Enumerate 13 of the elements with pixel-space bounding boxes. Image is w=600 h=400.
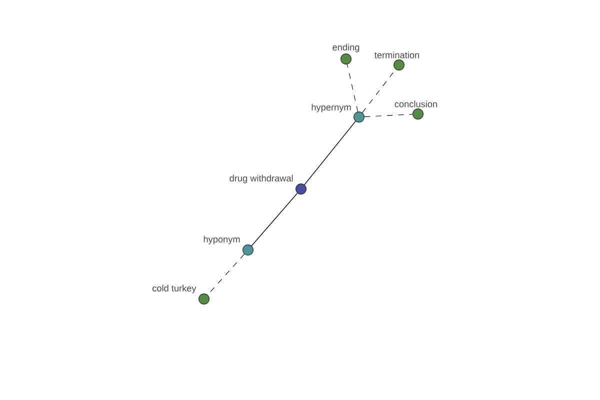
edge-line bbox=[364, 114, 413, 117]
edge-line bbox=[346, 64, 358, 112]
node-label: cold turkey bbox=[152, 284, 196, 294]
node-label: hyponym bbox=[204, 236, 240, 244]
edge-line bbox=[207, 254, 245, 296]
node-label: termination bbox=[374, 52, 419, 58]
edge-line bbox=[251, 192, 298, 246]
edge-line bbox=[362, 69, 396, 113]
node-label: drug withdrawal bbox=[230, 174, 293, 184]
edge-line bbox=[304, 120, 356, 186]
node-label: conclusion bbox=[394, 100, 437, 108]
node-label: ending bbox=[332, 44, 360, 52]
node-label: hypernym bbox=[312, 104, 351, 112]
